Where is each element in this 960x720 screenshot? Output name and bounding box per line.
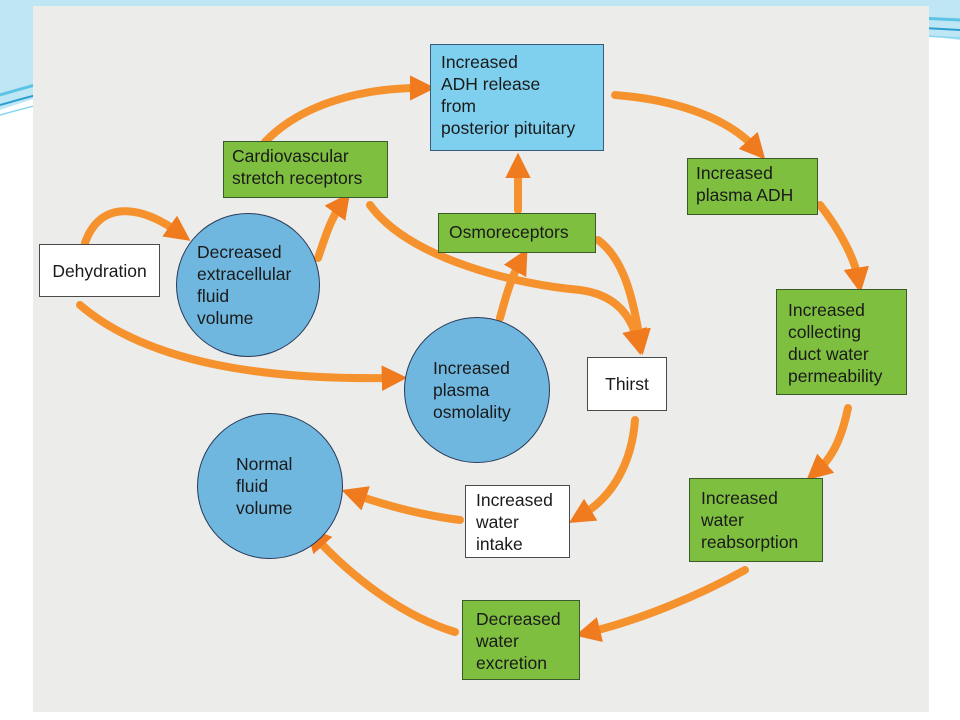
arrow-plasma-adh-to-duct (816, 201, 869, 294)
arrow-dehydration-to-osmolality (76, 301, 408, 391)
node-cardiovascular-stretch-receptors: Cardiovascular stretch receptors (223, 141, 388, 198)
water-reabsorption-label: Increased water reabsorption (701, 488, 799, 552)
node-increased-water-intake: Increased water intake (465, 485, 570, 558)
node-increased-plasma-osmolality: Increased plasma osmolality (404, 317, 550, 463)
arrow-intake-to-normal (341, 486, 464, 524)
node-thirst: Thirst (587, 357, 667, 411)
arrow-cardio-to-adh (261, 75, 436, 146)
normal-fluid-label: Normal fluid volume (236, 454, 293, 518)
node-normal-fluid-volume: Normal fluid volume (197, 413, 343, 559)
arrow-excretion-to-normal (305, 526, 459, 636)
decreased-ecf-label: Decreased extracellular fluid volume (197, 242, 292, 328)
plasma-adh-label: Increased plasma ADH (696, 163, 794, 205)
node-osmoreceptors: Osmoreceptors (438, 213, 596, 253)
arrow-dehydration-to-ecf (81, 207, 191, 247)
node-dehydration: Dehydration (39, 244, 160, 297)
cardio-label: Cardiovascular stretch receptors (232, 146, 363, 188)
node-increased-adh-release: Increased ADH release from posterior pit… (430, 44, 604, 151)
arrow-ecf-to-cardio (314, 192, 351, 262)
water-intake-label: Increased water intake (476, 489, 553, 554)
arrow-cardio-to-thirst (366, 201, 648, 355)
dehydration-label: Dehydration (52, 260, 147, 281)
water-excretion-label: Decreased water excretion (476, 609, 561, 673)
node-decreased-ecf-volume: Decreased extracellular fluid volume (176, 213, 320, 357)
arrow-reabsorption-to-excretion (575, 566, 749, 643)
plasma-osmolality-label: Increased plasma osmolality (433, 358, 511, 422)
thirst-label: Thirst (605, 374, 649, 394)
collecting-duct-label: Increased collecting duct water permeabi… (788, 300, 883, 386)
node-decreased-water-excretion: Decreased water excretion (462, 600, 580, 680)
node-increased-water-reabsorption: Increased water reabsorption (689, 478, 823, 562)
adh-release-label: Increased ADH release from posterior pit… (441, 52, 576, 138)
arrow-thirst-to-intake (568, 416, 639, 523)
arrow-osmolality-to-osmoreceptors (496, 248, 528, 322)
arrow-adh-to-plasma-adh (611, 91, 766, 160)
node-increased-collecting-duct-permeability: Increased collecting duct water permeabi… (776, 289, 907, 395)
arrow-osmoreceptors-to-thirst (594, 236, 651, 356)
node-increased-plasma-adh: Increased plasma ADH (687, 158, 818, 215)
osmoreceptors-label: Osmoreceptors (449, 222, 569, 242)
arrow-duct-to-reabsorption (806, 404, 852, 481)
